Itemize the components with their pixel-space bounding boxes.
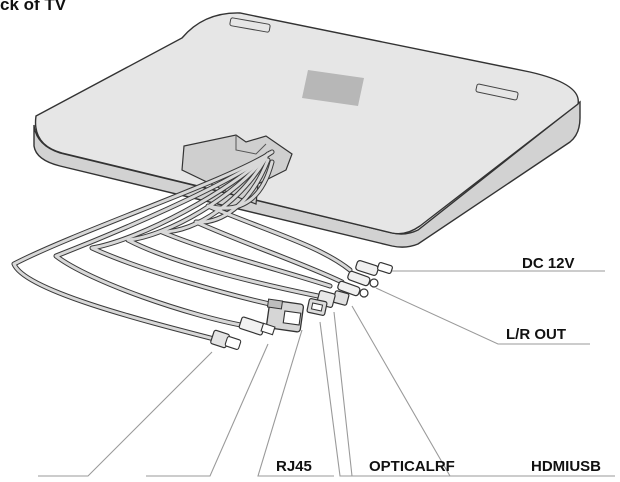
mounting-slot-right [475,83,519,101]
connector-usb [238,316,276,336]
label-plate [302,70,364,106]
cable-bundle [11,149,353,343]
label-rj45: RJ45 [276,458,312,475]
label-lr-out: L/R OUT [506,326,566,343]
leader-hdmi [351,305,615,477]
leader-rj45 [257,329,334,477]
leader-hdmi-left [38,351,213,477]
label-dc-12v: DC 12V [522,255,575,272]
tv-housing-top [34,12,579,235]
label-hdmi-usb: HDMIUSB [531,458,601,475]
connector-lr-out-red [347,270,379,288]
leader-optical [319,321,362,477]
leader-lr-out [375,287,590,345]
leader-usb [146,343,269,477]
page-title: ck of TV [0,0,67,14]
leader-lines [38,270,615,477]
connector-rj45 [265,298,305,333]
recess-inner [235,135,267,155]
connector-optical [306,298,328,316]
label-optical-rf: OPTICALRF [369,458,455,475]
mounting-slot-left [229,17,271,33]
connector-dc-12v [355,260,393,276]
connector-lr-out-white [337,280,369,298]
connector-hdmi-left [210,329,242,350]
leader-rf [333,311,500,477]
